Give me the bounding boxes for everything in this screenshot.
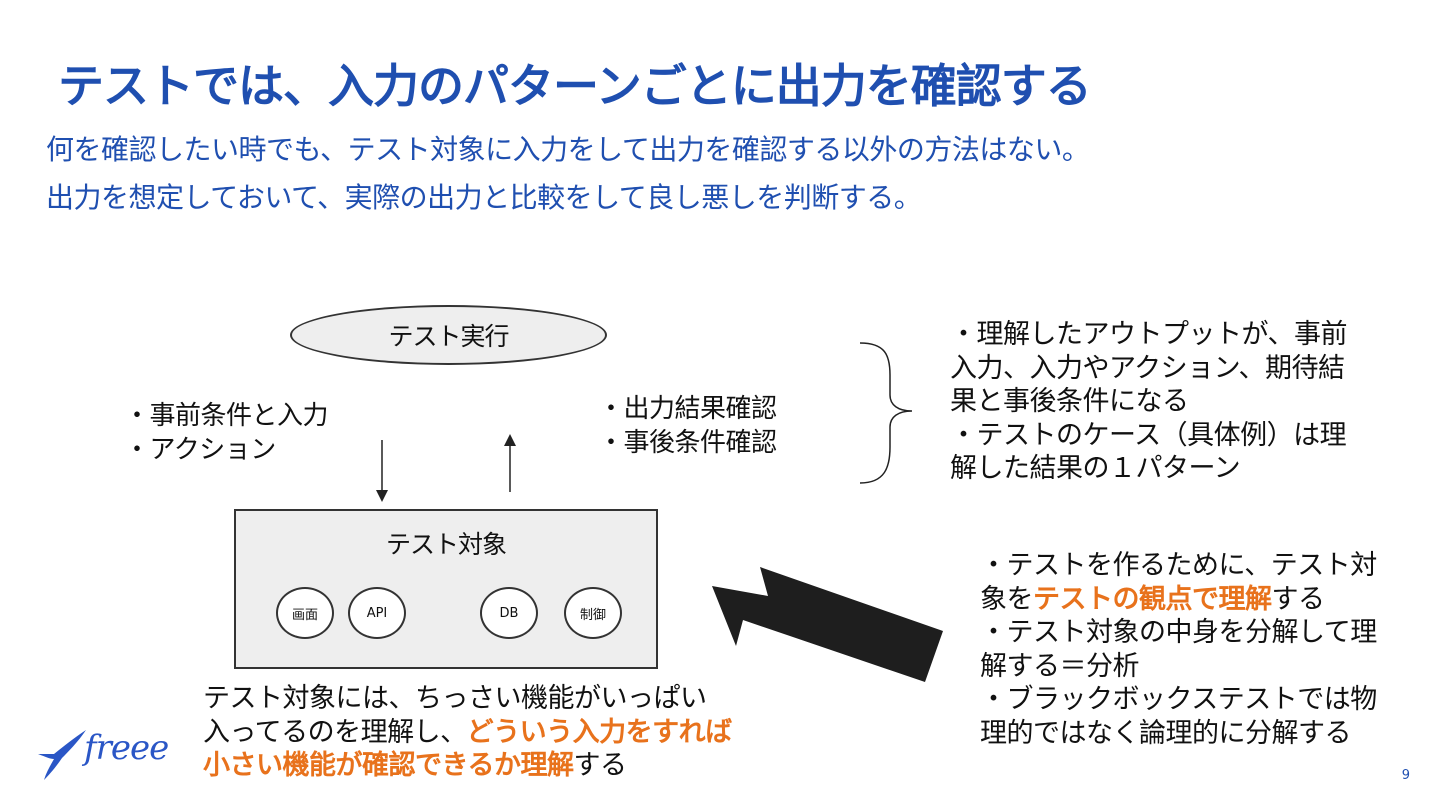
note-line: 小さい機能が確認できるか理解する	[203, 750, 627, 781]
test-target-box: テスト対象 画面 API DB 制御	[234, 509, 658, 669]
note-line: 解した結果の１パターン	[950, 453, 1241, 484]
test-target-label: テスト対象	[385, 530, 507, 559]
emphasis-text: テストの観点で理解	[1033, 583, 1272, 615]
note-line: ・テスト対象の中身を分解して理	[980, 617, 1377, 648]
subtitle-line-1: 何を確認したい時でも、テスト対象に入力をして出力を確認する以外の方法はない。	[46, 133, 1090, 166]
output-bullet: ・事後条件確認	[598, 428, 777, 458]
input-bullet: ・事前条件と入力	[124, 401, 329, 431]
test-execution-label: テスト実行	[388, 322, 509, 351]
emphasis-text: 小さい機能が確認できるか理解	[203, 750, 574, 781]
note-line: テスト対象には、ちっさい機能がいっぱい	[203, 683, 707, 714]
component-db: DB	[480, 587, 538, 639]
component-control: 制御	[564, 587, 622, 639]
emphasis-text: どういう入力をすれば	[466, 716, 733, 748]
note-line: 理的ではなく論理的に分解する	[980, 717, 1351, 749]
output-bullet: ・出力結果確認	[598, 394, 777, 424]
note-line: ・ブラックボックステストでは物	[980, 684, 1377, 715]
bottom-note: テスト対象には、ちっさい機能がいっぱい 入ってるのを理解し、どういう入力をすれば…	[203, 682, 732, 783]
big-black-arrow	[712, 567, 943, 682]
note-line: ・テストを作るために、テスト対	[980, 550, 1377, 581]
note-line: ・テストのケース（具体例）は理	[950, 419, 1347, 451]
note-line: 入力、入力やアクション、期待結	[950, 352, 1345, 384]
analysis-note: ・テストを作るために、テスト対 象をテストの観点で理解する ・テスト対象の中身を…	[980, 549, 1377, 750]
page-number: 9	[1401, 768, 1410, 783]
note-line: ・理解したアウトプットが、事前	[950, 319, 1347, 350]
output-bullets: ・出力結果確認 ・事後条件確認	[598, 392, 777, 460]
note-line: 入ってるのを理解し、どういう入力をすれば	[203, 716, 733, 748]
freee-logo: freee	[84, 728, 169, 768]
understanding-note: ・理解したアウトプットが、事前 入力、入力やアクション、期待結 果と事後条件にな…	[950, 318, 1347, 486]
component-screen: 画面	[276, 587, 334, 639]
input-bullet: ・アクション	[124, 435, 276, 465]
test-execution-ellipse: テスト実行	[290, 305, 607, 365]
note-line: 解する＝分析	[980, 650, 1139, 682]
input-bullets: ・事前条件と入力 ・アクション	[124, 399, 329, 467]
subtitle-line-2: 出力を想定しておいて、実際の出力と比較をして良し悪しを判断する。	[46, 181, 922, 214]
component-api: API	[348, 587, 406, 639]
note-line: 果と事後条件になる	[950, 386, 1189, 417]
curly-brace	[859, 342, 913, 484]
slide-title: テストでは、入力のパターンごとに出力を確認する	[58, 59, 1092, 113]
bird-logo-icon	[38, 730, 86, 780]
note-line: 象をテストの観点で理解する	[980, 583, 1325, 615]
